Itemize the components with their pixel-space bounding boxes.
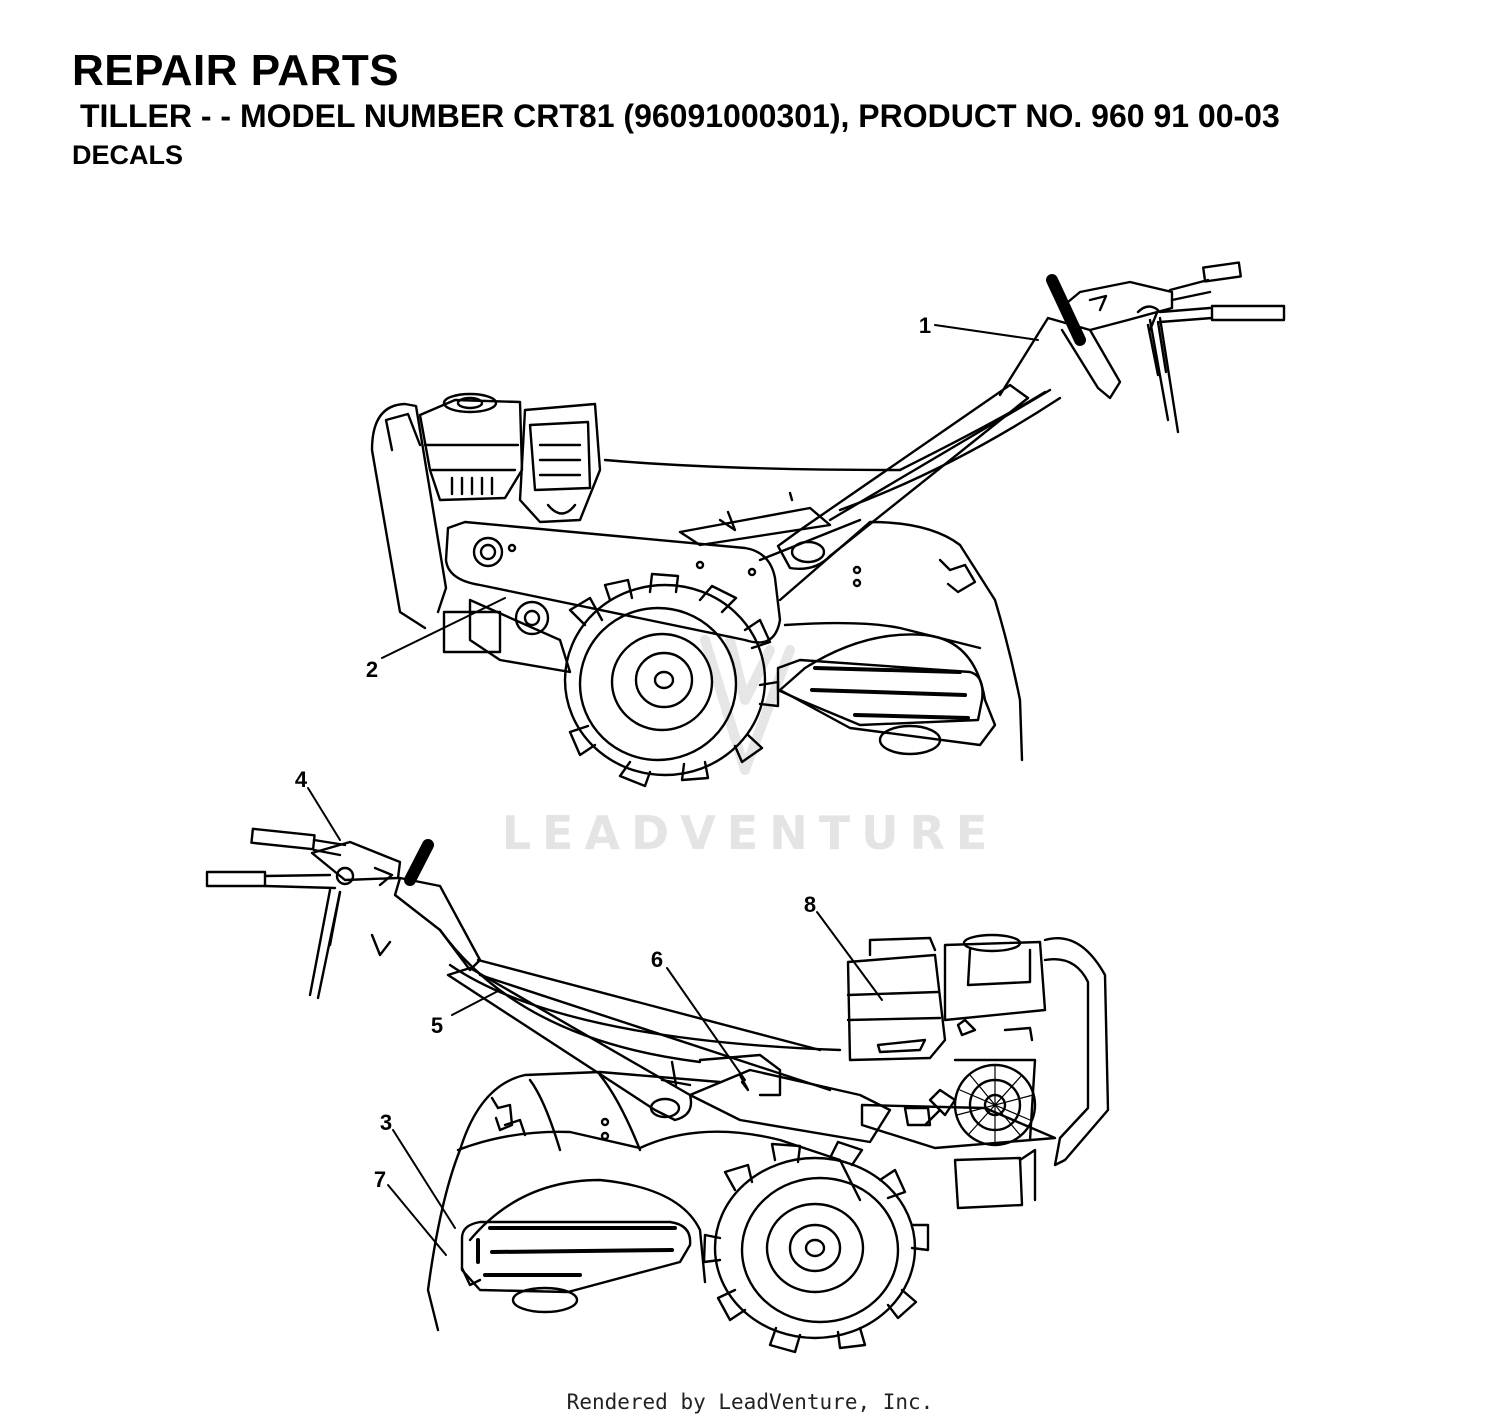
belt-guard [444, 520, 782, 644]
section-title: DECALS [72, 140, 184, 170]
tiller-bottom-view [205, 827, 1110, 1354]
callout-2: 2 [366, 657, 378, 682]
leader-line-1 [934, 324, 1039, 341]
watermark-logo [700, 635, 795, 775]
watermark: LEADVENTURE [501, 806, 999, 860]
handlebar-bottom [205, 827, 842, 1122]
callout-8: 8 [804, 892, 816, 917]
callout-6: 6 [651, 947, 663, 972]
tine-shield [776, 658, 984, 727]
engine [418, 398, 524, 502]
leader-line-6 [666, 967, 746, 1081]
leader-line-4 [307, 787, 341, 841]
fuel-tank [518, 402, 602, 524]
wheel-bottom [702, 1140, 930, 1354]
footer-credit: Rendered by LeadVenture, Inc. [566, 1390, 934, 1414]
callout-3: 3 [380, 1110, 392, 1135]
callout-5: 5 [431, 1013, 443, 1038]
page-subtitle: TILLER - - MODEL NUMBER CRT81 (960910003… [80, 98, 1280, 134]
callouts [307, 324, 1039, 1256]
leader-line-8 [816, 911, 883, 1001]
leader-line-7 [387, 1184, 447, 1256]
front-bumper [370, 402, 448, 630]
tine-hood [778, 520, 1024, 762]
callout-1: 1 [919, 313, 931, 338]
leader-line-2 [381, 597, 506, 659]
tiller-top-view [370, 261, 1286, 788]
leader-line-5 [451, 989, 501, 1016]
callout-7: 7 [374, 1167, 386, 1192]
engine-bottom [846, 933, 1110, 1210]
tine-shield-bottom [460, 1220, 692, 1294]
callout-4: 4 [295, 767, 308, 792]
page-title: REPAIR PARTS [72, 46, 400, 95]
wheel-top [563, 572, 780, 788]
handlebar-top [603, 261, 1286, 570]
leader-line-3 [392, 1129, 456, 1229]
